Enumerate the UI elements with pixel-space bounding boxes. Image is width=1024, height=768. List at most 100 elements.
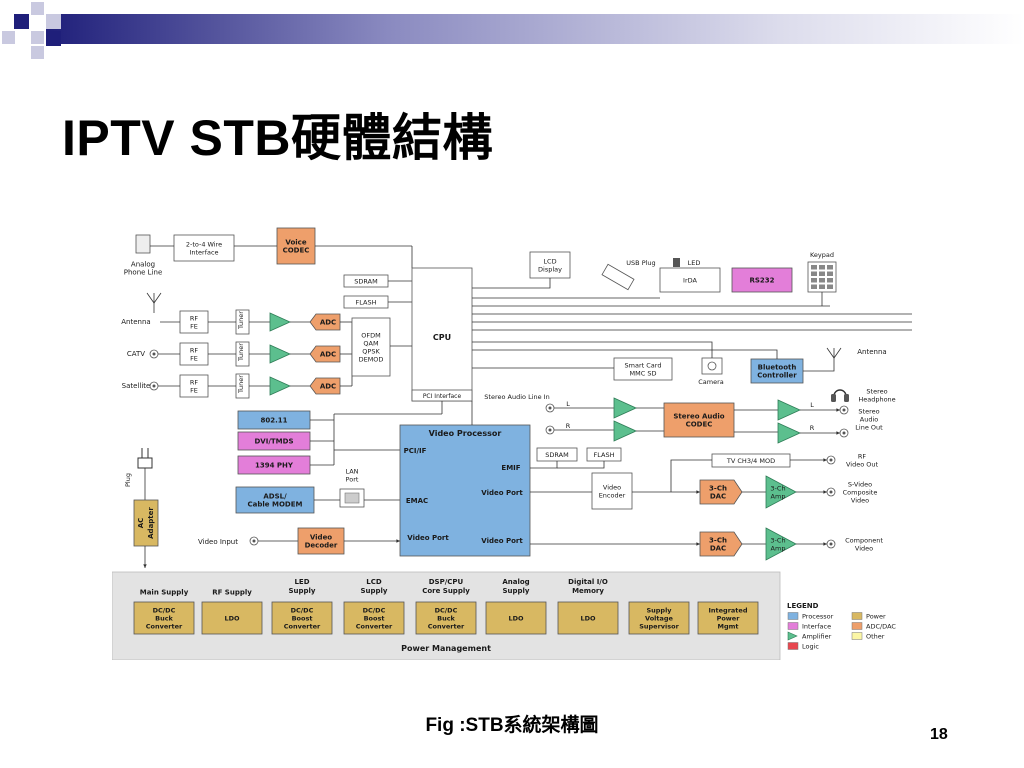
power-supply-box-5-label: DC/DC [435,607,458,615]
catv-adc-label: ADC [320,351,336,359]
rs232-box [731,267,793,293]
audio-out-right-connector-arrowhead [836,431,840,435]
power-supply-box-8-label: Voltage [645,615,674,623]
video-decoder-box-label: Video [310,534,332,542]
power-supply-box-8 [628,601,690,635]
power-supply-box-3 [271,601,333,635]
adsl-cable-modem-box-label: ADSL/ [263,493,287,501]
audio-out-right-jack-center [842,431,846,435]
led-label: LED [688,259,701,267]
power-supply-header-6: Supply [502,587,529,595]
demod-box [351,317,391,377]
irda-box [659,267,721,293]
video-amp1-label: Amp [771,493,786,501]
tv-ch3-4-mod-box [711,453,791,468]
pci-if-label: PCI/IF [404,447,427,455]
lcd-display-box-label: LCD [543,258,556,266]
connector [472,341,713,358]
smart-card-box-label: MMC SD [630,370,657,378]
video-encoder-box [591,472,633,510]
figure-caption: Fig :STB系統架構圖 [425,715,599,736]
stereo-audio-codec-box-label: Stereo Audio [673,413,724,421]
headphone-icon-right [844,394,849,402]
vp-to-dac2-connector-arrowhead [696,542,700,546]
audio-out-right-amp [777,422,801,444]
component-out-jack-center [829,542,833,546]
keypad-icon [807,261,837,293]
audio-out-left-jack-center [842,408,846,412]
rf-video-out-connector-arrowhead [823,458,827,462]
bluetooth-controller-box [750,358,804,384]
usb-plug-label: USB Plug [626,259,655,267]
video-processor-box [399,424,531,557]
wire-interface-box-label: Interface [189,249,218,257]
tv-ch3-4-mod-box-label: TV CH3/4 MOD [726,457,775,465]
power-supply-header-6: Analog [502,578,529,586]
video-input-label: Video Input [198,538,238,546]
legend-label-processor: Processor [802,613,834,621]
satellite-rf-fe-box-label: FE [190,387,198,395]
legend-title: LEGEND [787,602,819,610]
power-supply-header-3: Supply [288,587,315,595]
emif-label: EMIF [501,464,520,472]
catv-label: CATV [127,350,145,358]
plug-label: Plug [124,473,132,487]
stereo-headphone-label: Headphone [858,396,895,404]
ac-adapter-label-1: AC [137,518,145,529]
video-encoder-box-label: Video [603,484,621,492]
power-supply-box-5 [415,601,477,635]
dvi-tmds-box-label: DVI/TMDS [255,438,294,446]
dac2-label: DAC [710,545,726,553]
power-supply-box-4-label: DC/DC [363,607,386,615]
encoder-to-dac-connector-arrowhead [696,490,700,494]
power-plug-icon [137,448,153,469]
power-supply-header-7: Memory [572,587,604,595]
sdram-box-label: SDRAM [354,278,377,286]
power-supply-box-8-label: Supply [646,607,672,615]
satellite-tuner-label: Tuner [237,375,245,394]
component-video-label: Component [845,537,883,545]
catv-rf-fe-box-label: FE [190,355,198,363]
camera-label: Camera [698,378,724,386]
satellite-label: Satellite [122,382,151,390]
rs232-box-label: RS232 [749,277,774,285]
catv-jack-icon-center [152,352,156,356]
emac-label: EMAC [406,497,428,505]
legend-swatch-adc_dac [851,622,863,630]
stereo-headphone-label: Stereo [866,388,887,396]
power-supply-box-9-label: Power [717,615,741,623]
power-supply-header-4: LCD [366,578,382,586]
adsl-cable-modem-box-label: Cable MODEM [248,501,303,509]
rf-video-out-label: Video Out [846,461,879,469]
video-amp2-label: 3-Ch [770,537,785,545]
slide-title: IPTV STB硬體結構 [62,110,494,166]
power-supply-header-5: Core Supply [422,587,470,595]
power-supply-box-1-label: Converter [146,623,183,631]
demod-box-label: OFDM [361,332,380,340]
power-supply-header-5: DSP/CPU [429,578,464,586]
lan-port-label: Port [346,476,359,484]
sdram2-box-label: SDRAM [545,451,568,459]
headphone-icon-left [831,394,836,402]
phy-1394-box-label: 1394 PHY [255,462,294,470]
power-supply-box-2 [201,601,263,635]
svideo-composite-label: S-Video [848,481,872,489]
cpu-label: CPU [433,333,451,342]
power-supply-box-4 [343,601,405,635]
wire-interface-box [173,234,235,262]
bluetooth-controller-box-label: Bluetooth [758,364,797,372]
legend-box [782,598,912,656]
page-number: 18 [930,726,948,743]
voice-codec-box-label: Voice [285,239,306,247]
video-amp1-label: 3-Ch [770,485,785,493]
power-supply-header-1: Main Supply [140,589,189,597]
legend-label-power: Power [866,613,886,621]
phone-jack-icon [135,234,151,254]
stereo-line-out-label: Line Out [855,424,883,432]
power-supply-header-4: Supply [360,587,387,595]
stereo-audio-line-in-label: Stereo Audio Line In [484,393,549,401]
led-icon [673,258,680,267]
stereo-line-out-label: Audio [860,416,878,424]
pci-interface-label: PCI Interface [423,393,462,400]
power-supply-box-7 [557,601,619,635]
